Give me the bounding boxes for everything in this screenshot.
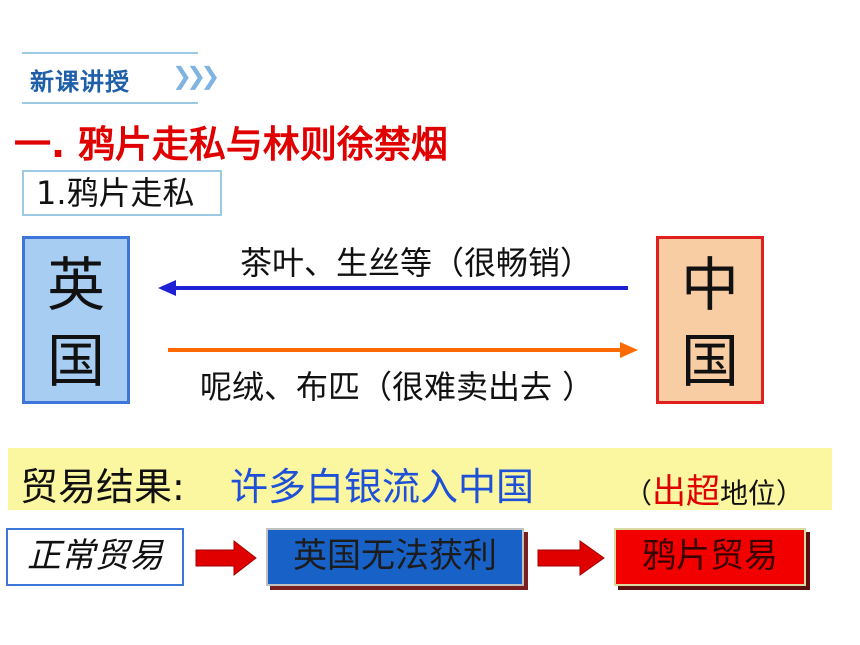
trade-arrows <box>158 280 638 358</box>
trade-result-label: 贸易结果: <box>20 465 185 509</box>
section-tag-label: 新课讲授 <box>30 68 130 96</box>
subtopic-title: 1.鸦片走私 <box>22 170 222 216</box>
note-rest: 地位） <box>720 477 805 510</box>
britain-no-profit-box: 英国无法获利 <box>266 528 524 586</box>
arrow-right-icon <box>168 342 638 358</box>
note-highlight: 出超 <box>652 472 721 512</box>
britain-char-2: 国 <box>46 327 105 395</box>
chevron-right-icon: ❯❯❯ <box>172 62 220 90</box>
import-goods-label: 呢绒、布匹（很难卖出去 ） <box>200 368 595 406</box>
note-open-paren: （ <box>624 477 653 510</box>
export-goods-label: 茶叶、生丝等（很畅销） <box>240 244 593 282</box>
britain-char-1: 英 <box>46 251 105 319</box>
trade-result-banner: 贸易结果: 许多白银流入中国 （出超地位） <box>8 448 832 513</box>
opium-trade-box: 鸦片贸易 <box>614 528 806 586</box>
trade-result-text: 许多白银流入中国 <box>230 465 535 509</box>
arrow-right-icon <box>537 540 605 576</box>
china-box: 中 国 <box>656 236 764 404</box>
normal-trade-box: 正常贸易 <box>6 528 184 586</box>
arrow-left-icon <box>158 280 628 296</box>
trade-result-note: （出超地位） <box>624 464 804 513</box>
britain-box: 英 国 <box>22 236 130 404</box>
section-tag: 新课讲授 ❯❯❯ <box>22 52 220 104</box>
lesson-title: 一. 鸦片走私与林则徐禁烟 <box>14 123 448 166</box>
arrow-right-icon <box>195 539 257 577</box>
china-char-2: 国 <box>680 327 739 395</box>
china-char-1: 中 <box>680 251 739 319</box>
